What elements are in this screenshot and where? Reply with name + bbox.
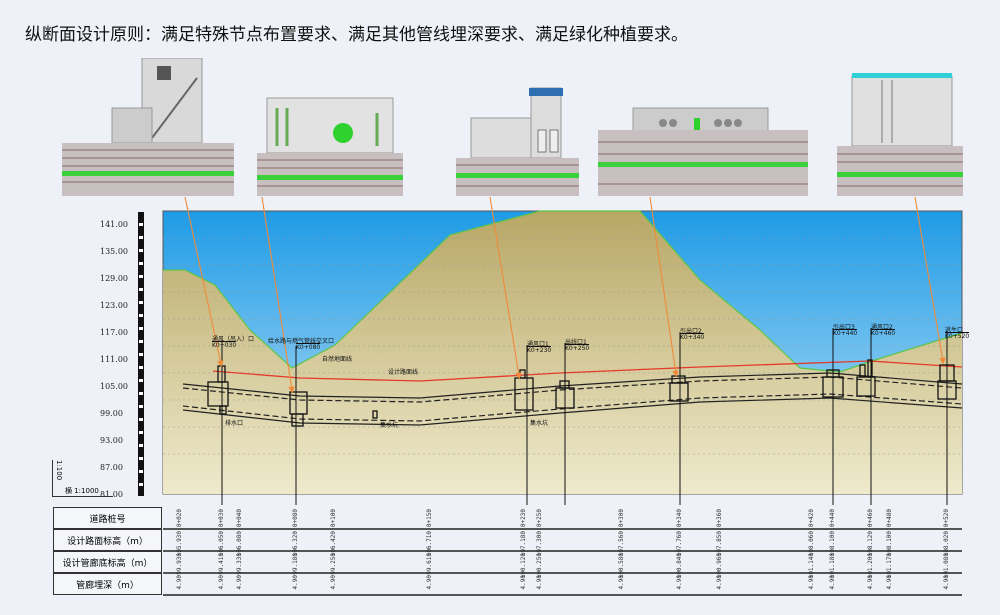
node-station: K0+520 [945, 332, 970, 340]
node-thumbnail-pipe-crossing [598, 107, 808, 196]
scale-annotation: 1:100 横 1:1000 [52, 460, 113, 497]
y-tick-label: 117.00 [100, 328, 128, 337]
node-station: K0+080 [296, 343, 321, 351]
table-cell: 0+460 [867, 509, 874, 528]
table-cell: 4.90 [867, 575, 874, 590]
y-tick-label: 105.00 [100, 382, 128, 391]
table-cell: 4.90 [292, 575, 299, 590]
page-title: 纵断面设计原则：满足特殊节点布置要求、满足其他管线埋深要求、满足绿化种植要求。 [25, 25, 688, 45]
table-cell: 0+440 [829, 509, 836, 528]
table-row-label: 设计管廊底标高（m） [53, 551, 162, 573]
table-cell: 4.90 [829, 575, 836, 590]
y-tick-label: 123.00 [100, 301, 128, 310]
table-cell: 4.90 [618, 575, 625, 590]
node-thumbnail-ventilation-fan [257, 97, 403, 196]
table-cell: 0+480 [886, 509, 893, 528]
node-name: 通风（吊入）口 [212, 336, 255, 343]
node-station: K0+250 [565, 344, 590, 352]
node-station: K0+230 [527, 346, 552, 354]
table-cell: 0+150 [426, 509, 433, 528]
table-cell: 0+360 [716, 509, 723, 528]
node-thumbnail-escape-stair [62, 58, 234, 196]
node-name: 引出口3 [833, 324, 855, 331]
table-cell: 99.330 [236, 553, 243, 575]
table-row-divider [163, 594, 962, 596]
vertical-scale: 1:100 [55, 460, 63, 481]
y-tick-label: 87.00 [100, 463, 123, 472]
table-cell: 0+230 [520, 509, 527, 528]
node-station: K0+340 [680, 333, 705, 341]
table-row-divider [163, 550, 962, 552]
ground-line-label: 自然地面线 [322, 356, 353, 363]
table-cell: 4.90 [218, 575, 225, 590]
table-cell: 4.90 [426, 575, 433, 590]
node-thumbnail-hatch [837, 73, 963, 196]
table-cell: 99.610 [426, 553, 433, 575]
table-row-label: 管廊埋深（m） [53, 573, 162, 595]
sump-label: 集水坑 [380, 422, 399, 429]
table-cell: 0+040 [236, 509, 243, 528]
table-cell: 4.90 [808, 575, 815, 590]
node-thumbnail-ventilation-louver [456, 87, 579, 196]
table-row-label: 设计路面标高（m） [53, 529, 162, 551]
ground-area [163, 211, 962, 494]
table-row-label: 道路桩号 [53, 507, 162, 529]
table-cell: 0+300 [618, 509, 625, 528]
table-cell: 99.250 [330, 553, 337, 575]
y-tick-label: 129.00 [100, 274, 128, 283]
y-tick-label: 135.00 [100, 247, 128, 256]
design-line-label: 设计路面线 [388, 369, 419, 376]
table-cell: 4.90 [236, 575, 243, 590]
table-cell: 0+020 [176, 509, 183, 528]
table-cell: 99.410 [218, 553, 225, 575]
horizontal-scale: 横 1:1000 [65, 487, 99, 495]
y-axis-bar [138, 212, 144, 496]
node-name: 通风口2 [871, 324, 893, 331]
node-name: 通风口1 [527, 341, 549, 348]
table-cell: 4.90 [676, 575, 683, 590]
node-station: K0+030 [212, 341, 237, 349]
table-cell: 0+520 [943, 509, 950, 528]
node-name: 引出口2 [680, 328, 702, 335]
node-name: 给水路与燃气管线交叉口 [268, 338, 335, 345]
table-cell: 0+340 [676, 509, 683, 528]
table-cell: 0+420 [808, 509, 815, 528]
table-cell: 0+030 [218, 509, 225, 528]
node-station: K0+460 [871, 329, 896, 337]
sump-label-2: 集水坑 [530, 420, 549, 427]
table-row-divider [163, 528, 962, 530]
node-station: K0+440 [833, 329, 858, 337]
table-cell: 99.180 [292, 553, 299, 575]
node-name: 出线口1 [565, 339, 587, 346]
design-road-line [212, 360, 963, 382]
y-tick-label: 81.00 [100, 490, 123, 499]
table-cell: 4.90 [943, 575, 950, 590]
table-cell: 0+080 [292, 509, 299, 528]
y-tick-label: 99.00 [100, 409, 123, 418]
table-cell: 4.90 [716, 575, 723, 590]
table-cell: 4.90 [176, 575, 183, 590]
table-cell: 4.90 [330, 575, 337, 590]
node-name: 逃生口 [945, 327, 964, 334]
table-cell: 0+250 [536, 509, 543, 528]
drain-label: 排水口 [225, 420, 244, 427]
table-cell: 0+100 [330, 509, 337, 528]
table-cell: 99.930 [176, 553, 183, 575]
y-tick-label: 111.00 [100, 355, 128, 364]
table-cell: 4.90 [520, 575, 527, 590]
y-tick-label: 93.00 [100, 436, 123, 445]
table-cell: 4.90 [536, 575, 543, 590]
table-cell: 4.90 [886, 575, 893, 590]
y-tick-label: 141.00 [100, 220, 128, 229]
callout-arrows [184, 196, 946, 394]
table-row-divider [163, 572, 962, 574]
